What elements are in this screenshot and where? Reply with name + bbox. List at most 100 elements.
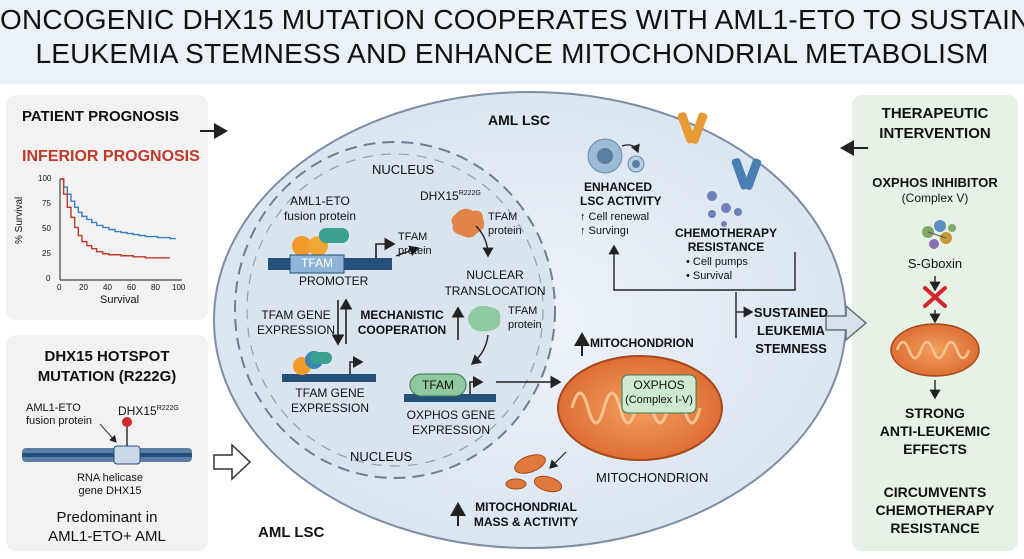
km-axes: [59, 179, 182, 281]
mutation-gene-2: gene DHX15: [78, 485, 142, 497]
circumvents-3: RESISTANCE: [890, 520, 980, 536]
tfam-gene-dna: [282, 351, 376, 382]
mutation-heading-1: DHX15 HOTSPOT: [44, 348, 170, 365]
title-line-1: ONCOGENIC DHX15 MUTATION COOPERATES WITH…: [0, 4, 1024, 35]
circumvents-1: CIRCUMVENTS: [883, 484, 987, 500]
chemo-resistance-2: RESISTANCE: [687, 240, 765, 254]
km-xlabel: Survival: [100, 294, 140, 306]
transporter-icon-2: [731, 158, 762, 190]
aml-fusion-label-1: AML1-ETO: [290, 194, 350, 208]
nucleus-label-bottom: NUCLEUS: [350, 449, 413, 464]
promoter-label: PROMOTER: [299, 274, 369, 288]
km-xtick-100: 100: [172, 283, 186, 292]
chemo-item-2: • Survival: [686, 270, 733, 282]
aml-fusion-label-2: fusion protein: [283, 209, 357, 223]
mutation-footer-1: Predominant in: [56, 509, 158, 526]
mitochondrion-label: MITOCHONDRION: [596, 470, 709, 485]
therapy-heading-2: INTERVENTION: [879, 125, 991, 142]
therapy-mitochondrion-icon: [890, 323, 980, 377]
oxphos-gene-expression-1: OXPHOS GENE: [406, 408, 496, 422]
title-band: [0, 0, 1024, 84]
mutation-heading-2: MUTATION (R222G): [37, 368, 177, 385]
enhanced-lsc-2: LSC ACTIVITY: [580, 194, 662, 208]
enhanced-item-1: ↑ Cell renewal: [580, 211, 650, 223]
mechanistic-cooperation-2: COOPERATION: [357, 323, 447, 337]
block-x-icon: [923, 286, 947, 308]
km-xtick-20: 20: [79, 283, 88, 292]
mitochondrion-up-label: MITOCHONDRION: [590, 336, 694, 350]
dhx15-protein: [451, 208, 485, 238]
cell-label-bottom: AML LSC: [258, 524, 325, 541]
tfam-protein-3-a: TFAM: [508, 305, 538, 317]
km-ytick-100: 100: [38, 174, 52, 183]
tfam-box-label: TFAM: [422, 378, 454, 392]
prognosis-panel: [6, 95, 208, 320]
mechanistic-cooperation-1: MECHANISTIC: [360, 308, 444, 322]
km-series-line-2: [60, 178, 170, 259]
lsc-cells-icon: [587, 138, 645, 174]
nuclear-translocation-2: TRANSLOCATION: [444, 284, 546, 298]
sustained-stemness-2: LEUKEMIA: [757, 323, 825, 338]
mutation-arrow: [213, 443, 252, 481]
km-ytick-0: 0: [46, 274, 51, 283]
km-ylabel: % Survival: [14, 196, 25, 244]
tfam-gene-expression2-2: EXPRESSION: [290, 401, 370, 415]
mito-mass-1: MITOCHONDRIAL: [475, 500, 577, 514]
mutation-pin: [122, 417, 132, 427]
enhanced-lsc-1: ENHANCED: [584, 180, 653, 194]
chemo-resistance-1: CHEMOTHERAPY: [674, 226, 777, 240]
tfam-protein-2-a: TFAM: [488, 211, 518, 223]
tfam-gene-expression-1: TFAM GENE: [261, 308, 331, 322]
tfam-protein-1-a: TFAM: [398, 231, 428, 243]
oxphos-gene-dna: [404, 373, 496, 402]
mutation-footer-2: AML1-ETO+ AML: [48, 528, 166, 545]
aml1-eto-protein: [292, 228, 349, 256]
small-mitochondria: [505, 454, 563, 493]
tfam-gene-expression-2: EXPRESSION: [256, 323, 336, 337]
km-ytick-25: 25: [42, 249, 51, 258]
km-xtick-0: 0: [57, 283, 62, 292]
tfam-protein-3-b: protein: [508, 319, 542, 331]
strong-effects-3: EFFECTS: [903, 441, 967, 457]
km-xtick-80: 80: [151, 283, 160, 292]
nucleus-inner: [246, 153, 544, 467]
oxphos-gene-expression-2: EXPRESSION: [411, 423, 491, 437]
sgboxin-molecule-icon: [922, 220, 956, 249]
mitochondrion-main: [557, 355, 723, 461]
connector-bracket: [613, 252, 796, 291]
inhibitor-label-1: OXPHOS INHIBITOR: [872, 175, 998, 190]
tfam-promoter-box: TFAM: [301, 256, 333, 270]
tfam-blob-1: [468, 305, 501, 332]
mutation-gene-1: RNA helicase: [76, 472, 144, 484]
tfam-gene-expression2-1: TFAM GENE: [295, 386, 365, 400]
sustained-stemness-3: STEMNESS: [755, 341, 827, 356]
transporter-icon-1: [677, 112, 708, 144]
km-series-group: [60, 178, 176, 259]
mutation-dna: [22, 417, 192, 465]
title-line-2: LEUKEMIA STEMNESS AND ENHANCE MITOCHONDR…: [35, 38, 989, 69]
tfam-promoter-dna: [268, 237, 396, 274]
drug-dots-icon: [707, 191, 742, 227]
oxphos-label-2: (Complex I-V): [625, 394, 693, 406]
mutation-aml-label-1: AML1-ETO: [26, 402, 81, 414]
nucleus-label-top: NUCLEUS: [372, 162, 435, 177]
nucleus-dhx-label: DHX15R222G: [420, 189, 481, 203]
tfam-protein-2-b: protein: [488, 225, 522, 237]
drug-label: S-Gboxin: [907, 256, 963, 271]
km-xtick-60: 60: [127, 283, 136, 292]
mutation-dhx-label: DHX15R222G: [118, 404, 179, 418]
sustained-stemness-1: SUSTAINED: [753, 305, 829, 320]
therapy-heading-1: THERAPEUTIC: [881, 105, 989, 122]
mutation-panel: [6, 335, 208, 551]
prognosis-heading: PATIENT PROGNOSIS: [22, 108, 179, 125]
km-ytick-75: 75: [42, 199, 51, 208]
nucleus-dhx-sup: R222G: [458, 190, 481, 197]
chemo-item-1: • Cell pumps: [686, 256, 748, 268]
strong-effects-1: STRONG: [905, 405, 965, 421]
km-xtick-40: 40: [103, 283, 112, 292]
mito-mass-2: MASS & ACTIVITY: [473, 515, 579, 529]
cell-label-top: AML LSC: [488, 112, 550, 128]
mutation-dhx-sup: R222G: [156, 405, 179, 412]
strong-effects-2: ANTI-LEUKEMIC: [879, 423, 991, 439]
